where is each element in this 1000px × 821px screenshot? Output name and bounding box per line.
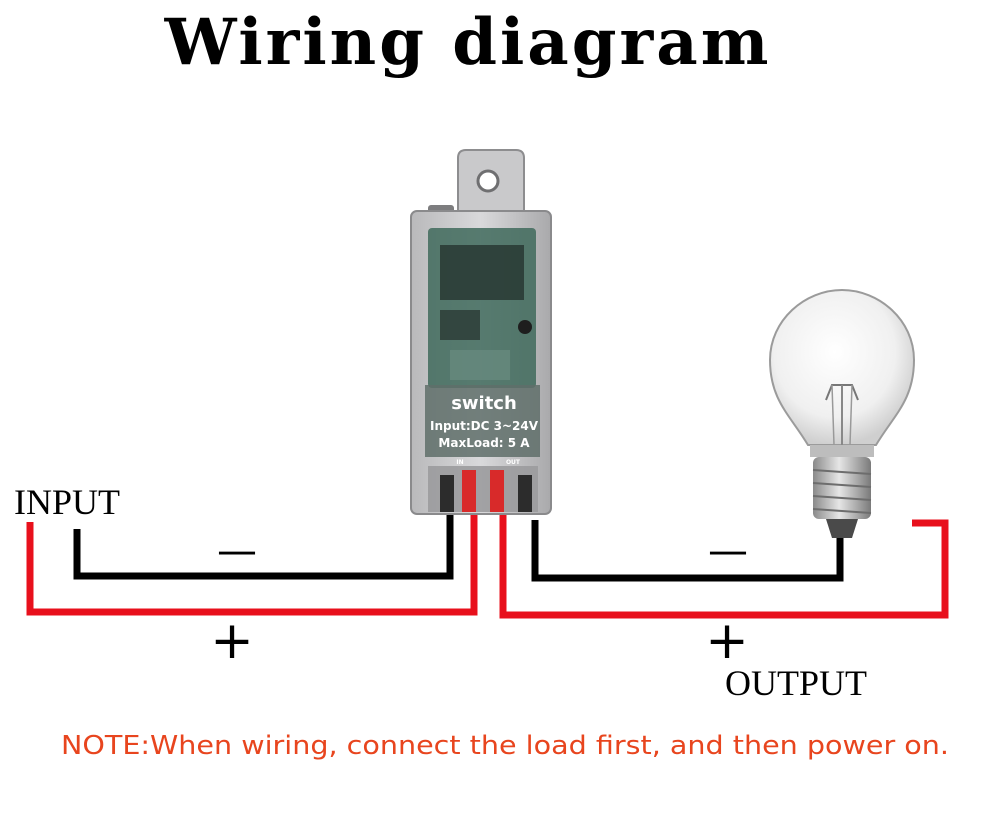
device-in-label: IN (456, 459, 463, 466)
input-negative-wire (73, 515, 454, 580)
diagram-title: Wiring diagram (164, 5, 772, 80)
switch-module: switch Input:DC 3~24V MaxLoad: 5 A IN OU… (410, 149, 552, 515)
output-positive-wire (499, 515, 949, 619)
input-positive-wire (26, 515, 478, 616)
device-name: switch (451, 393, 517, 414)
output-negative-wire (531, 520, 844, 582)
wiring-note: NOTE:When wiring, connect the load first… (61, 731, 949, 761)
output-minus-sign: — (708, 528, 748, 574)
device-input-spec: Input:DC 3~24V (430, 419, 539, 433)
output-plus-sign: + (705, 611, 749, 671)
input-plus-sign: + (210, 611, 254, 671)
input-label: INPUT (14, 482, 120, 522)
output-label: OUTPUT (725, 663, 867, 703)
device-max-load: MaxLoad: 5 A (438, 436, 530, 450)
light-bulb-icon (768, 288, 916, 538)
input-minus-sign: — (217, 528, 257, 574)
device-out-label: OUT (506, 459, 521, 466)
